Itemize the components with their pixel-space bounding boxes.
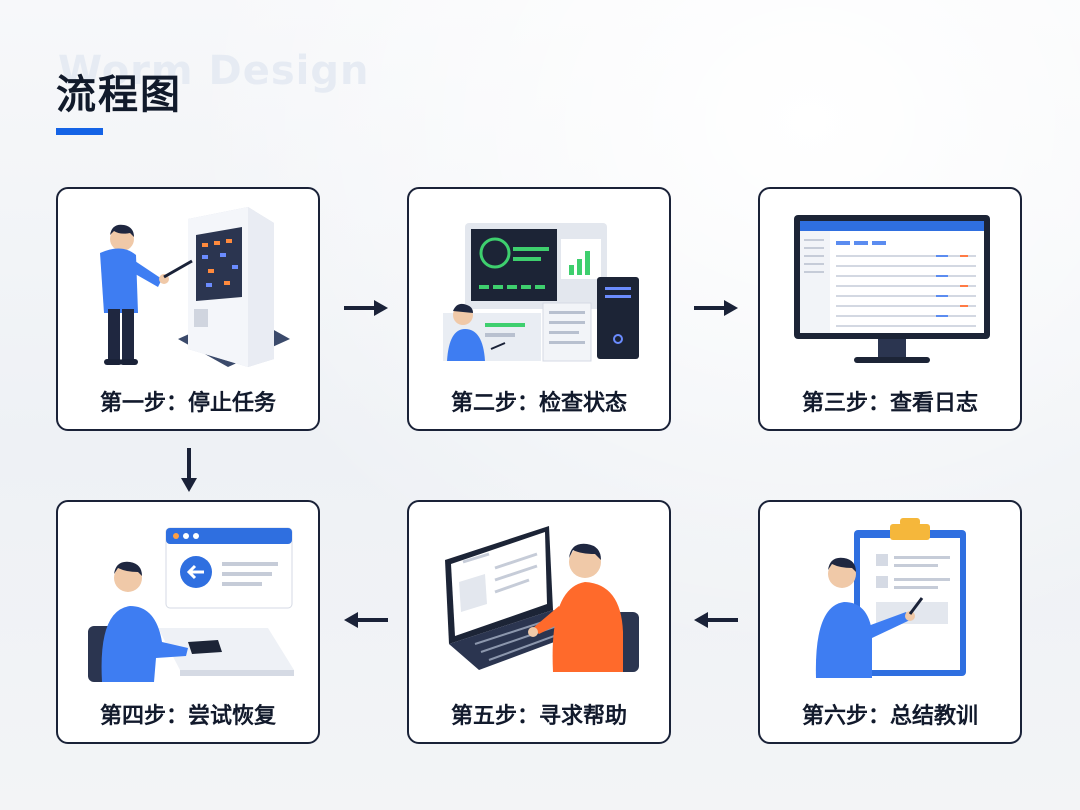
step-card-1: 第一步：停止任务 — [56, 187, 320, 431]
server-operator-illustration — [58, 189, 318, 379]
step-label-3: 第三步：查看日志 — [760, 385, 1020, 417]
step-label-6: 第六步：总结教训 — [760, 698, 1020, 730]
log-monitor-illustration — [760, 189, 1020, 379]
recovery-operator-illustration — [58, 502, 318, 692]
arrow-down-icon — [178, 446, 200, 494]
help-seeking-illustration — [409, 502, 669, 692]
step-card-2: 第二步：检查状态 — [407, 187, 671, 431]
step-card-5: 第五步：寻求帮助 — [407, 500, 671, 744]
arrow-left-icon — [342, 609, 390, 631]
arrow-right-icon — [342, 297, 390, 319]
step-card-6: 第六步：总结教训 — [758, 500, 1022, 744]
page-title: 流程图 — [56, 62, 182, 120]
arrow-right-icon — [692, 297, 740, 319]
step-card-4: 第四步：尝试恢复 — [56, 500, 320, 744]
step-label-1: 第一步：停止任务 — [58, 385, 318, 417]
title-accent-bar — [56, 128, 103, 135]
arrow-left-icon — [692, 609, 740, 631]
status-dashboard-illustration — [409, 189, 669, 379]
clipboard-review-illustration — [760, 502, 1020, 692]
step-card-3: 第三步：查看日志 — [758, 187, 1022, 431]
step-label-5: 第五步：寻求帮助 — [409, 698, 669, 730]
step-label-2: 第二步：检查状态 — [409, 385, 669, 417]
step-label-4: 第四步：尝试恢复 — [58, 698, 318, 730]
